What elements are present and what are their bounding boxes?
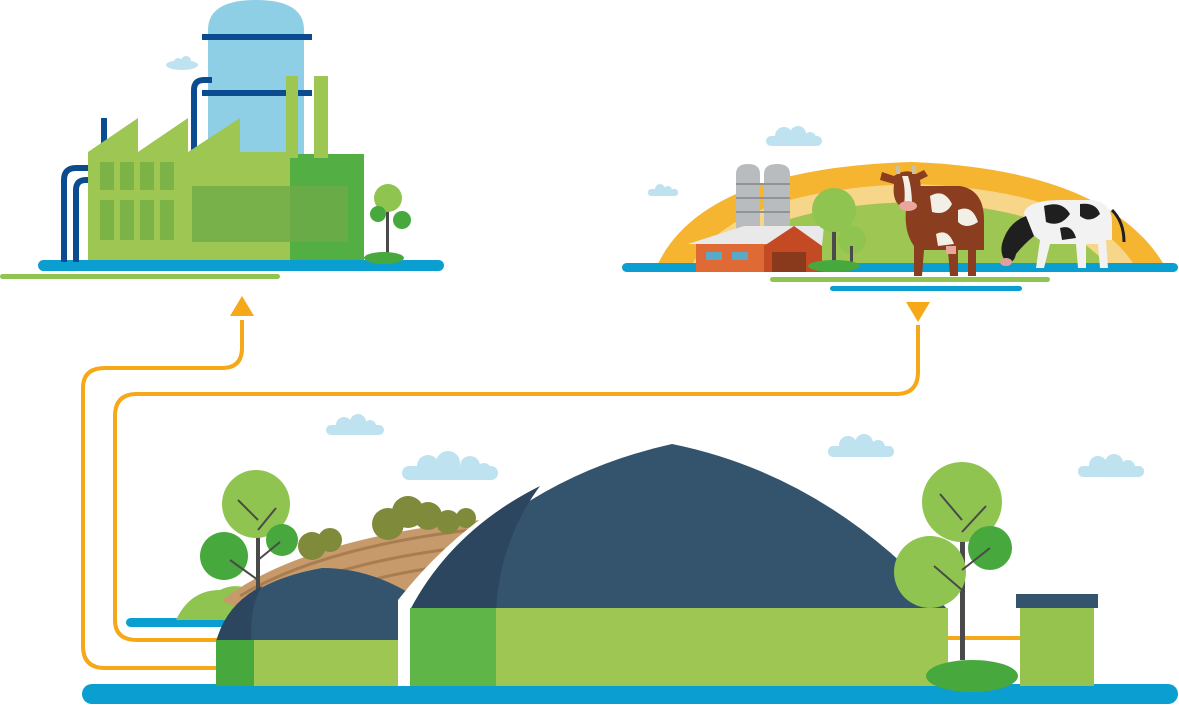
biogas-plant-icon — [82, 438, 1178, 704]
clouds — [166, 56, 1144, 480]
cloud-icon — [766, 126, 822, 146]
flow-line-to-factory — [81, 320, 244, 670]
farm-water-line-lower — [830, 286, 1022, 291]
chimney — [314, 76, 328, 158]
arrow-down-icon — [906, 302, 930, 322]
cloud-icon — [166, 56, 198, 70]
farm-icon — [622, 162, 1178, 291]
field-water-line — [126, 618, 236, 627]
barn — [688, 226, 824, 272]
chimney — [286, 76, 298, 158]
ground-water-line — [82, 684, 1178, 704]
factory-grass-line — [0, 274, 280, 279]
cloud-icon — [648, 184, 678, 196]
cloud-icon — [326, 414, 384, 435]
farm-grass-line — [770, 277, 1050, 282]
cloud-icon — [402, 451, 498, 480]
cow-icon — [880, 166, 984, 276]
silos — [736, 164, 790, 230]
gas-tank — [202, 0, 312, 160]
cow-icon — [1000, 200, 1126, 268]
flow-line-from-farm — [113, 325, 920, 642]
factory-water-line — [38, 260, 444, 271]
arrow-up-icon — [230, 296, 254, 316]
tree-icon — [364, 184, 411, 264]
cloud-icon — [828, 434, 894, 457]
tree-icon — [894, 462, 1018, 692]
factory-windows — [100, 162, 348, 242]
tree-icon — [808, 188, 866, 272]
factory-icon — [0, 0, 444, 279]
small-digester — [216, 568, 416, 686]
cloud-icon — [1078, 454, 1144, 477]
control-building — [1016, 594, 1098, 686]
large-digester — [398, 438, 948, 686]
tree-icon — [200, 470, 298, 608]
